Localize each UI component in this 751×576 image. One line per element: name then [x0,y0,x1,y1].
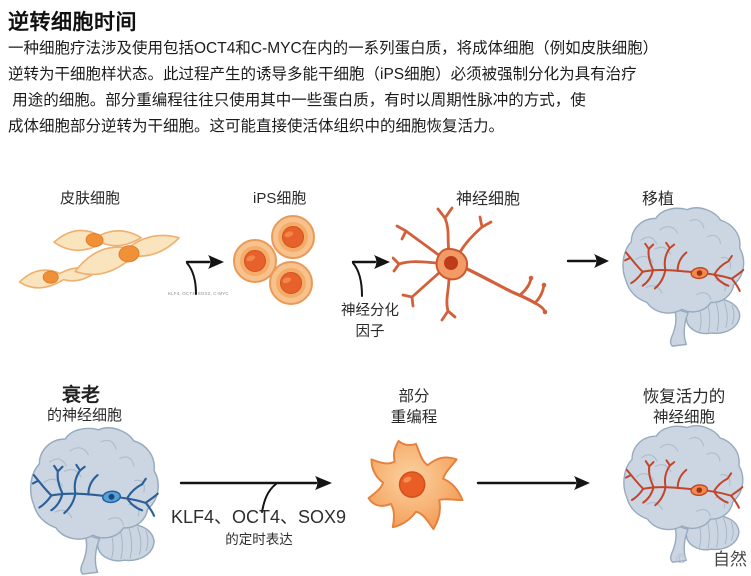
skin-cells-illustration [18,229,180,289]
timed-expression-arrow-icon [179,476,332,513]
skin-cells-label: 皮肤细胞 [60,190,121,207]
reprogram-factors-small-label: KLF4, OCT4, SOX2, C-MYC [168,291,229,296]
intro-line-1: 一种细胞疗法涉及使用包括OCT4和C-MYC在内的一系列蛋白质，将成体细胞（例如… [8,40,659,57]
revitalize-arrow-icon [476,476,590,490]
neural-diff-label-line1: 神经分化 [341,303,399,319]
intro-line-4: 成体细胞部分逆转为干细胞。这可能直接使活体组织中的细胞恢复活力。 [8,118,505,135]
revitalized-label-line1: 恢复活力的 [642,388,726,406]
reprogram-arrow-icon [185,255,224,295]
copyright-icon: © [676,550,687,566]
neural-diff-label-line2: 因子 [355,324,385,340]
differentiation-arrow-icon [351,255,390,297]
transplant-brain-illustration [622,207,745,347]
partial-label-line2: 重编程 [390,409,438,426]
factors-label: KLF4、OCT4、SOX9 [171,507,347,527]
transplant-label: 移植 [642,191,675,208]
partial-reprogram-cell-illustration [367,440,464,531]
factors-sublabel: 的定时表达 [225,532,293,547]
revitalized-label-line2: 神经细胞 [652,409,715,426]
transplant-arrow-icon [566,254,609,268]
aged-brain-illustration [29,427,159,575]
partial-label-line1: 部分 [398,388,430,405]
neuron-label: 神经细胞 [456,191,521,208]
intro-line-3: 用途的细胞。部分重编程往往只使用其中一些蛋白质，有时以周期性脉冲的方式，使 [8,92,586,109]
ips-cells-illustration [233,215,315,305]
intro-line-2: 逆转为干细胞样状态。此过程产生的诱导多能干细胞（iPS细胞）必须被强制分化为具有… [8,66,637,83]
neuron-illustration [392,206,547,322]
source-label: 自然 [713,550,747,569]
aged-label-line1: 衰老 [62,385,101,406]
page-title: 逆转细胞时间 [8,11,137,34]
revitalized-brain-illustration [623,425,744,563]
ips-cells-label: iPS细胞 [253,190,307,207]
aged-label-line2: 的神经细胞 [47,407,123,424]
